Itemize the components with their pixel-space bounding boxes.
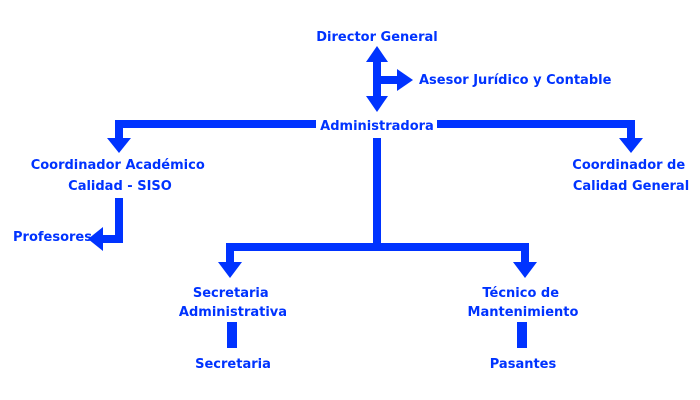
arrowhead-right-asesor <box>397 69 413 91</box>
connector-admin-trunk <box>373 138 381 250</box>
arrowhead-left-profesores <box>88 227 103 251</box>
connector-right-bar <box>437 120 635 128</box>
arrowhead-down-admin <box>366 96 388 112</box>
node-coord-calidad-line-2: Calidad General <box>573 179 689 194</box>
connector-right-drop <box>627 120 635 142</box>
node-asesor: Asesor Jurídico y Contable <box>419 73 612 88</box>
node-tecnico: Técnico de Mantenimiento <box>468 286 579 320</box>
connectors <box>88 46 643 348</box>
connector-lower-right-drop <box>521 243 529 267</box>
arrowhead-down-coord-calidad <box>619 138 643 153</box>
connector-tecnico-pasantes <box>517 322 527 348</box>
node-coord-academico: Coordinador Académico Calidad - SISO <box>31 158 210 194</box>
connector-lower-left-drop <box>226 243 234 267</box>
arrowhead-up-director <box>366 46 388 62</box>
connector-director-admin-stem <box>373 58 381 100</box>
node-tecnico-line-1: Técnico de <box>482 286 559 301</box>
labels: Director General Asesor Jurídico y Conta… <box>13 30 689 372</box>
node-director-general: Director General <box>316 30 437 45</box>
node-tecnico-line-2: Mantenimiento <box>468 305 579 320</box>
arrowhead-down-coord-academico <box>107 138 131 153</box>
node-coord-calidad-line-1: Coordinador de <box>572 158 685 173</box>
connector-lower-bar <box>226 243 529 251</box>
connector-asesor-branch <box>381 76 399 84</box>
connector-left-drop <box>115 120 123 142</box>
node-coord-academico-line-2: Calidad - SISO <box>68 179 172 194</box>
node-secretaria-administrativa-line-1: Secretaria <box>193 286 269 301</box>
connector-coord-profesores-bar <box>101 235 123 243</box>
node-profesores: Profesores <box>13 230 92 245</box>
node-administradora: Administradora <box>320 119 434 134</box>
arrowhead-down-tecnico <box>513 262 537 278</box>
node-secretaria-administrativa-line-2: Administrativa <box>179 305 287 320</box>
connector-secadmin-secretaria <box>227 322 237 348</box>
node-coord-calidad: Coordinador de Calidad General <box>572 158 689 194</box>
node-secretaria-administrativa: Secretaria Administrativa <box>179 286 287 320</box>
connector-coord-profesores-stem <box>115 198 123 243</box>
arrowhead-down-secretaria-admin <box>218 262 242 278</box>
node-secretaria: Secretaria <box>195 357 271 372</box>
node-pasantes: Pasantes <box>490 357 557 372</box>
connector-left-bar <box>115 120 316 128</box>
node-coord-academico-line-1: Coordinador Académico <box>31 158 205 173</box>
